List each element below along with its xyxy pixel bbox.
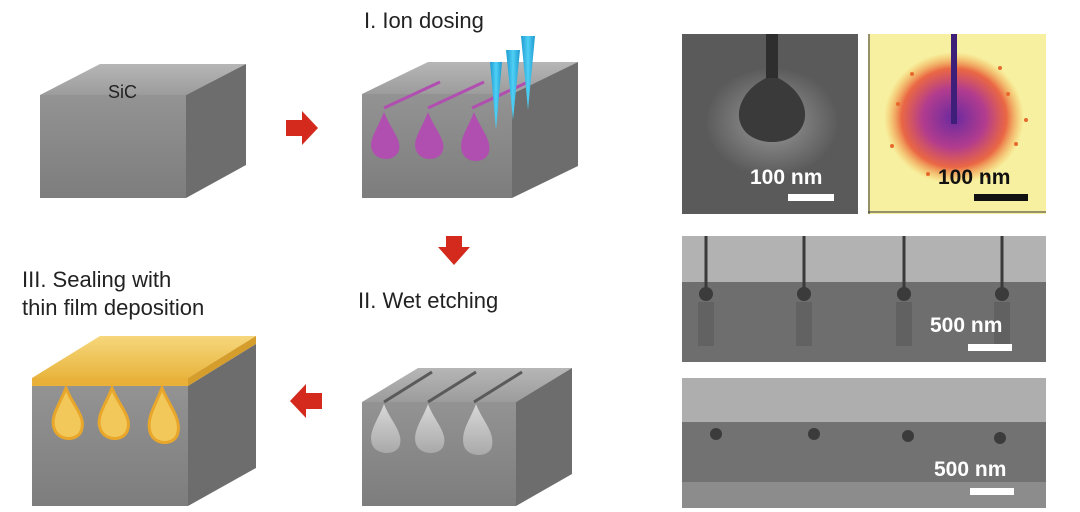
scale-label-1: 100 nm — [750, 166, 823, 189]
scale-bar-4 — [970, 488, 1014, 495]
arrow-left — [290, 384, 322, 418]
step3-label: III. Sealing with thin film deposition — [22, 266, 204, 322]
scale-bar-3 — [968, 344, 1012, 351]
scale-bar-1 — [788, 194, 834, 201]
sem-panel-1: 100 nm — [682, 34, 858, 214]
step3-label-line1: III. Sealing with — [22, 267, 172, 292]
arrow-right-1 — [286, 111, 318, 145]
sealed-block — [32, 336, 256, 506]
sem-panel-3: 500 nm — [682, 236, 1046, 362]
scale-label-3: 500 nm — [930, 314, 1003, 337]
step2-label: II. Wet etching — [358, 288, 499, 313]
sem-panel-1-graphic — [682, 34, 858, 214]
ion-beam-icons — [490, 36, 535, 130]
simulation-panel: 100 nm — [868, 34, 1046, 214]
step3-label-line2: thin film deposition — [22, 295, 205, 320]
sic-label: SiC — [108, 82, 138, 102]
arrow-down — [438, 236, 470, 265]
sem-panel-4: 500 nm — [682, 378, 1046, 508]
step1-label: I. Ion dosing — [364, 8, 484, 33]
scale-label-4: 500 nm — [934, 458, 1007, 481]
ion-distribution-graphic — [868, 34, 1046, 214]
scale-label-2: 100 nm — [938, 166, 1011, 189]
sic-block — [40, 64, 246, 198]
scale-bar-2 — [974, 194, 1028, 201]
wet-etched-block — [362, 368, 572, 506]
ion-dosed-block — [362, 62, 578, 198]
